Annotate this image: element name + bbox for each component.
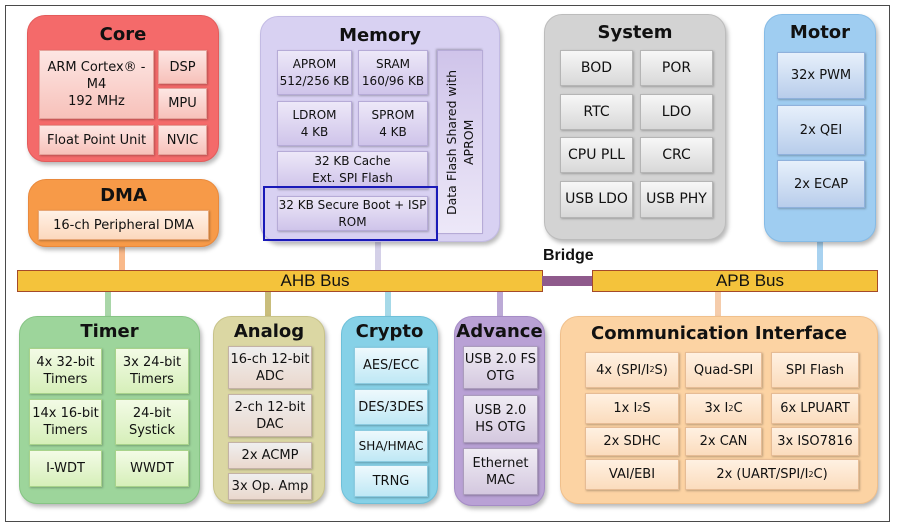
- connector-memory-ahb: [375, 242, 381, 271]
- apb-bus: APB Bus: [592, 270, 878, 292]
- bridge-label: Bridge: [543, 247, 594, 264]
- opamp-cell: 3x Op. Amp: [228, 473, 312, 500]
- spi-i2s-post: S): [654, 362, 668, 378]
- analog-title: Analog: [233, 321, 305, 342]
- core-block: Core ARM Cortex® -M4 192 MHz DSP MPU Flo…: [27, 15, 219, 162]
- systick-cell: 24-bit Systick: [115, 399, 189, 445]
- ahb-bus: AHB Bus: [17, 270, 543, 292]
- connector-ahb-analog: [265, 291, 271, 318]
- core-title: Core: [99, 24, 147, 45]
- connector-ahb-timer: [105, 291, 111, 318]
- sprom-cell: SPROM 4 KB: [358, 101, 428, 146]
- analog-block: Analog 16-ch 12-bit ADC 2-ch 12-bit DAC …: [213, 316, 325, 504]
- lpuart-cell: 6x LPUART: [771, 393, 859, 424]
- crc-cell: CRC: [640, 137, 713, 173]
- sdhc-cell: 2x SDHC: [585, 427, 679, 456]
- aes-ecc-cell: AES/ECC: [354, 347, 428, 384]
- uart-spi-i2c-pre: 2x (UART/SPI/I: [716, 467, 809, 482]
- timer-block: Timer 4x 32-bit Timers 3x 24-bit Timers …: [19, 316, 200, 504]
- apb-bus-label: APB Bus: [715, 271, 785, 290]
- system-block: System BOD POR RTC LDO CPU PLL CRC USB L…: [544, 14, 726, 240]
- memory-block: Memory APROM 512/256 KB SRAM 160/96 KB L…: [260, 16, 500, 242]
- connector-apb-comm: [715, 291, 721, 318]
- i2s-pre: 1x I: [613, 401, 638, 416]
- quad-spi-cell: Quad-SPI: [685, 352, 762, 388]
- timer-32bit-cell: 4x 32-bit Timers: [29, 348, 102, 394]
- dsp-cell: DSP: [158, 50, 207, 84]
- timer-title: Timer: [80, 321, 139, 342]
- pwm-cell: 32x PWM: [777, 52, 865, 99]
- mpu-cell: MPU: [158, 88, 207, 119]
- i2s-post: S: [642, 401, 651, 416]
- connector-dma-ahb: [119, 247, 125, 271]
- usb-phy-cell: USB PHY: [640, 181, 713, 218]
- dma-block: DMA 16-ch Peripheral DMA: [28, 179, 219, 247]
- sha-hmac-cell: SHA/HMAC: [354, 430, 428, 462]
- motor-title: Motor: [789, 22, 851, 43]
- nvic-cell: NVIC: [158, 125, 207, 155]
- cpu-name: ARM Cortex® -M4: [47, 60, 146, 92]
- wwdt-cell: WWDT: [115, 450, 189, 487]
- adc-cell: 16-ch 12-bit ADC: [228, 346, 312, 389]
- qei-cell: 2x QEI: [777, 105, 865, 155]
- can-cell: 2x CAN: [685, 427, 762, 456]
- connector-ahb-advance: [497, 291, 503, 318]
- dac-cell: 2-ch 12-bit DAC: [228, 394, 312, 437]
- spi-flash-cell: SPI Flash: [771, 352, 859, 388]
- peripheral-dma-cell: 16-ch Peripheral DMA: [38, 210, 209, 240]
- system-title: System: [597, 22, 673, 43]
- crypto-title: Crypto: [355, 321, 424, 342]
- memory-title: Memory: [339, 25, 421, 46]
- timer-16bit-cell: 14x 16-bit Timers: [29, 399, 102, 445]
- fpu-cell: Float Point Unit: [39, 125, 154, 155]
- crypto-block: Crypto AES/ECC DES/3DES SHA/HMAC TRNG: [341, 316, 438, 504]
- motor-block: Motor 32x PWM 2x QEI 2x ECAP: [764, 14, 876, 242]
- secure-boot-highlight: [263, 186, 438, 241]
- data-flash-label: Data Flash Shared with APROM: [444, 69, 476, 215]
- por-cell: POR: [640, 50, 713, 86]
- acmp-cell: 2x ACMP: [228, 442, 312, 469]
- iwdt-cell: I-WDT: [29, 450, 102, 487]
- usb-hs-otg-cell: USB 2.0 HS OTG: [463, 395, 538, 443]
- i2c-post: C: [733, 401, 743, 416]
- data-flash-cell: Data Flash Shared with APROM: [437, 50, 483, 234]
- bod-cell: BOD: [560, 50, 633, 86]
- trng-cell: TRNG: [354, 465, 428, 497]
- des-3des-cell: DES/3DES: [354, 389, 428, 425]
- rtc-cell: RTC: [560, 94, 633, 130]
- comm-title: Communication Interface: [591, 323, 847, 344]
- dma-title: DMA: [100, 185, 147, 206]
- spi-i2s-pre: 4x (SPI/I: [596, 362, 650, 378]
- connector-motor-apb: [817, 242, 823, 271]
- ldrom-cell: LDROM 4 KB: [277, 101, 352, 146]
- usb-fs-otg-cell: USB 2.0 FS OTG: [463, 346, 538, 389]
- cache-cell: 32 KB Cache Ext. SPI Flash: [277, 151, 428, 189]
- advance-block: Advance USB 2.0 FS OTG USB 2.0 HS OTG Et…: [454, 316, 545, 506]
- cpu-cell: ARM Cortex® -M4 192 MHz: [39, 50, 154, 119]
- advance-title: Advance: [456, 321, 543, 342]
- vai-ebi-cell: VAI/EBI: [585, 459, 679, 490]
- bridge-link: [542, 276, 593, 286]
- ahb-bus-label: AHB Bus: [280, 271, 350, 290]
- sram-cell: SRAM 160/96 KB: [358, 50, 428, 95]
- cpu-pll-cell: CPU PLL: [560, 137, 633, 173]
- cpu-freq: 192 MHz: [68, 94, 125, 109]
- timer-24bit-cell: 3x 24-bit Timers: [115, 348, 189, 394]
- i2c-pre: 3x I: [704, 401, 729, 416]
- iso7816-cell: 3x ISO7816: [771, 427, 859, 456]
- ethernet-mac-cell: Ethernet MAC: [463, 448, 538, 495]
- aprom-cell: APROM 512/256 KB: [277, 50, 352, 95]
- connector-ahb-crypto: [385, 291, 391, 318]
- ldo-cell: LDO: [640, 94, 713, 130]
- uart-spi-i2c-post: C): [813, 467, 828, 482]
- ecap-cell: 2x ECAP: [777, 160, 865, 208]
- secure-boot-cell: 32 KB Secure Boot + ISP ROM: [277, 196, 428, 231]
- usb-ldo-cell: USB LDO: [560, 181, 633, 218]
